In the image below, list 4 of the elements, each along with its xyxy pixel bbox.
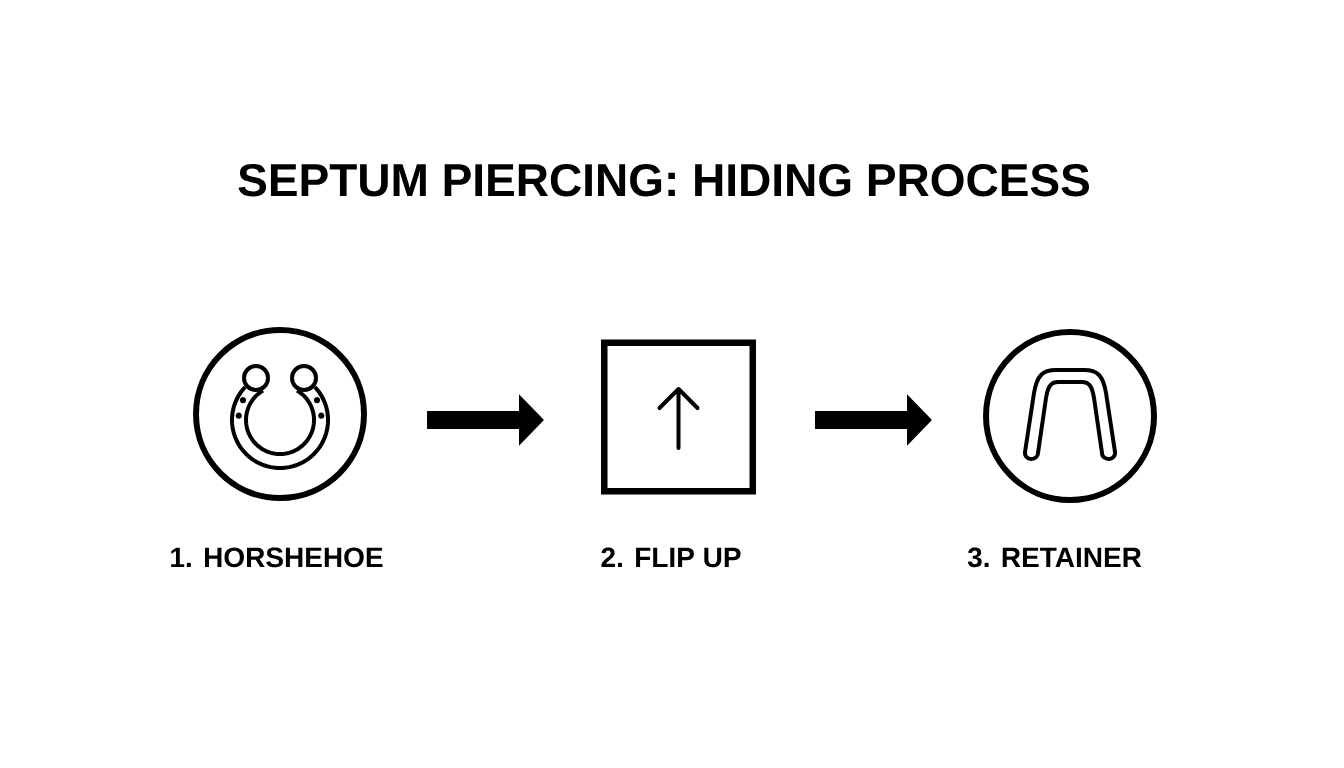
- step-label: 1. HORSHEHOE: [171, 547, 383, 568]
- title: SEPTUM PIERCING: HIDING PROCESS: [238, 163, 1089, 197]
- step-label: 2. FLIP UP: [601, 547, 741, 568]
- step-label: 3. RETAINER: [967, 547, 1142, 568]
